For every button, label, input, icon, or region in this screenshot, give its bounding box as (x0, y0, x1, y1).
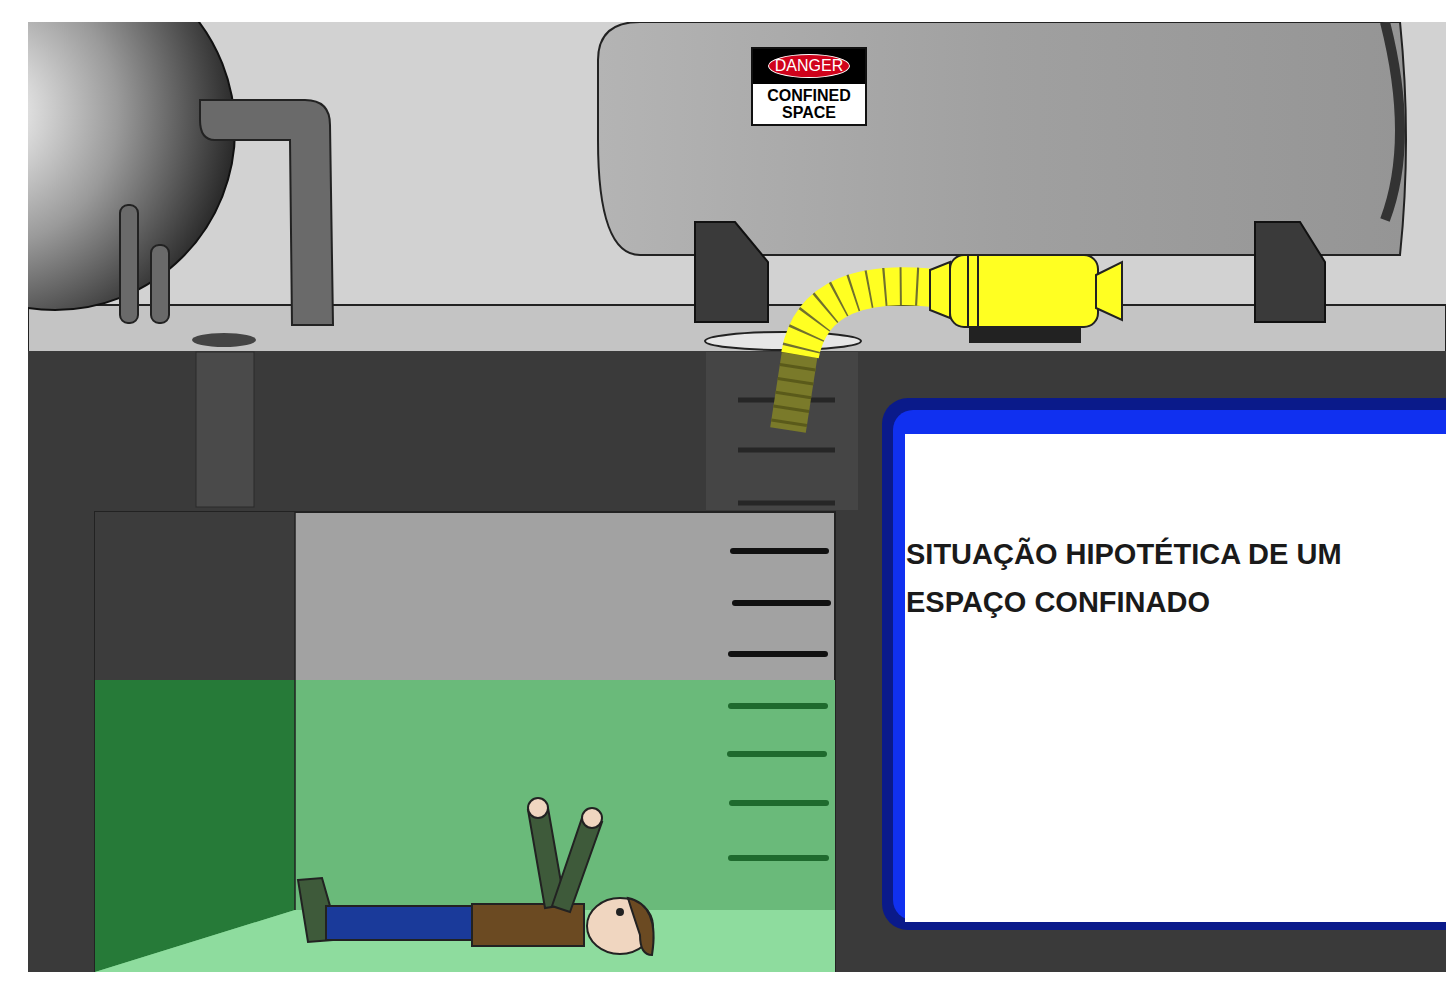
access-shaft (706, 352, 858, 510)
tank-saddle (1255, 222, 1325, 322)
sign-header: DANGER (753, 49, 865, 84)
small-pipe (120, 205, 138, 323)
vent-opening (192, 333, 256, 347)
info-panel: SITUAÇÃO HIPOTÉTICA DE UM ESPAÇO CONFINA… (906, 530, 1434, 626)
tank-saddle (695, 222, 768, 322)
ladder-rungs (730, 551, 828, 858)
confined-chamber (95, 512, 835, 972)
panel-frame (882, 398, 1446, 930)
sign-label: CONFINED SPACE (753, 84, 865, 124)
danger-sign: DANGER CONFINED SPACE (751, 47, 867, 126)
unconscious-worker (298, 798, 654, 955)
ventilation-fan (930, 255, 1122, 342)
panel-text: SITUAÇÃO HIPOTÉTICA DE UM ESPAÇO CONFINA… (906, 530, 1434, 626)
ventilation-duct (788, 352, 800, 430)
small-pipe (151, 245, 169, 323)
sign-danger-text: DANGER (768, 54, 850, 78)
horizontal-tank (598, 22, 1406, 255)
chamber-wall (95, 512, 295, 682)
ventilation-duct (800, 286, 950, 355)
bent-pipe (200, 100, 333, 325)
vent-pipe (196, 352, 254, 507)
tank-end (1385, 22, 1400, 220)
toxic-atmosphere (95, 680, 835, 972)
